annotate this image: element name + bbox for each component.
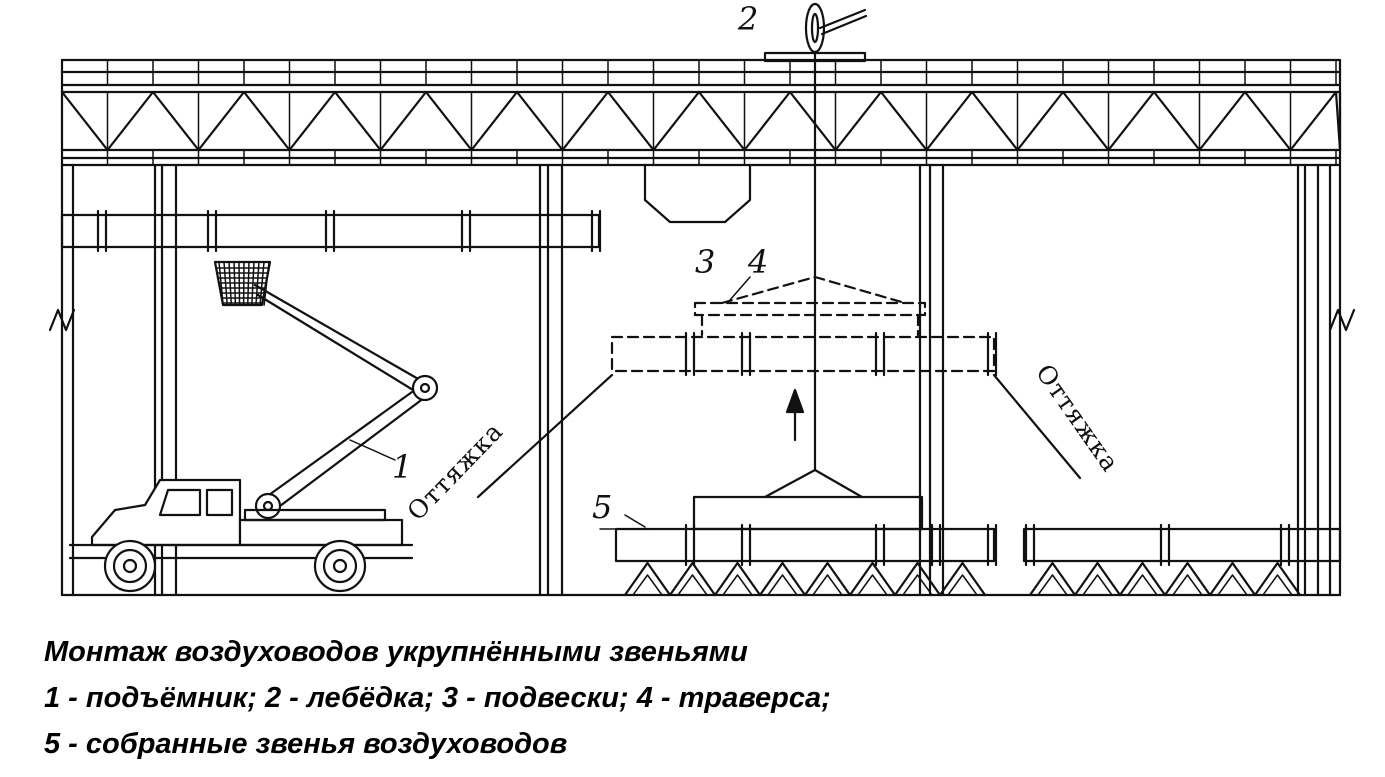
break-mark-right [1328,308,1356,332]
lift-basket [213,260,272,307]
label-winch: 2 [737,0,758,38]
caption-legend-line-1: 1 - подъёмник; 2 - лебёдка; 3 - подвески… [44,682,831,714]
duct-installation-diagram: 1 2 3 4 5 Оттяжка Оттяжка [48,0,1356,597]
leader-4 [729,276,751,301]
note-guy-right: Оттяжка [1030,359,1125,478]
guy-rope-right [992,373,1082,480]
aerial-lift-truck [68,260,439,593]
winch [804,2,868,472]
roof-truss [60,58,1342,167]
leader-5 [624,514,646,528]
assembled-duct-links [599,523,1342,567]
break-mark-left [48,308,76,332]
lift-direction-arrow [785,388,805,442]
traverse [693,275,927,337]
label-hangers: 3 [695,243,715,281]
support-trestles [623,561,1302,597]
guy-rope-left [476,373,614,499]
building-columns [60,163,1342,597]
leader-1 [349,439,396,461]
truss-webs [60,59,1342,166]
label-lift: 1 [392,448,412,486]
label-traverse: 4 [747,243,768,281]
label-assembled: 5 [592,488,612,526]
caption-legend-line-2: 5 - собранные звенья воздуховодов [44,728,568,760]
installed-duct [60,209,602,253]
hopper [643,163,752,224]
note-guy-left: Оттяжка [401,416,508,526]
lower-sling [692,468,924,531]
lifted-duct-link [610,331,998,377]
caption-title: Монтаж воздуховодов укрупнёнными звеньям… [44,636,748,668]
